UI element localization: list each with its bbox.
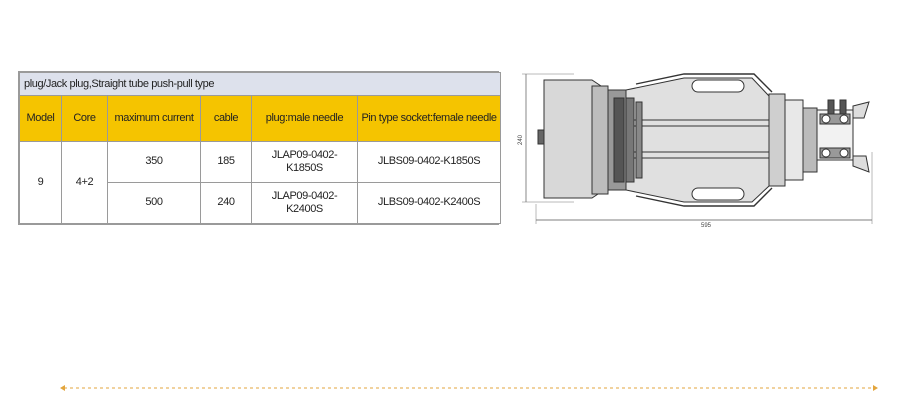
connector-technical-drawing: 240 595 <box>518 73 873 229</box>
header-model: Model <box>19 95 62 142</box>
header-cable: cable <box>200 95 252 142</box>
section-divider <box>60 385 878 391</box>
cell-cable: 185 <box>200 140 252 183</box>
header-socket-female-needle: Pin type socket:female needle <box>356 95 502 142</box>
cell-current: 500 <box>107 181 201 225</box>
cell-current: 350 <box>107 140 201 183</box>
header-core: Core <box>61 95 108 142</box>
cell-plug-part: JLAP09-0402-K2400S <box>251 181 358 225</box>
height-dimension-label: 240 <box>518 134 524 145</box>
header-maximum-current: maximum current <box>107 95 201 142</box>
cell-core: 4+2 <box>61 140 108 225</box>
cell-socket-part: JLBS09-0402-K1850S <box>356 140 502 183</box>
width-dimension-label: 595 <box>701 223 712 229</box>
cell-socket-part: JLBS09-0402-K2400S <box>356 181 502 225</box>
cell-model: 9 <box>19 140 62 225</box>
header-plug-male-needle: plug:male needle <box>251 95 358 142</box>
cell-plug-part: JLAP09-0402-K1850S <box>251 140 358 183</box>
connector-spec-table: plug/Jack plug,Straight tube push-pull t… <box>18 71 502 225</box>
table-caption: plug/Jack plug,Straight tube push-pull t… <box>18 71 502 97</box>
cell-cable: 240 <box>200 181 252 225</box>
